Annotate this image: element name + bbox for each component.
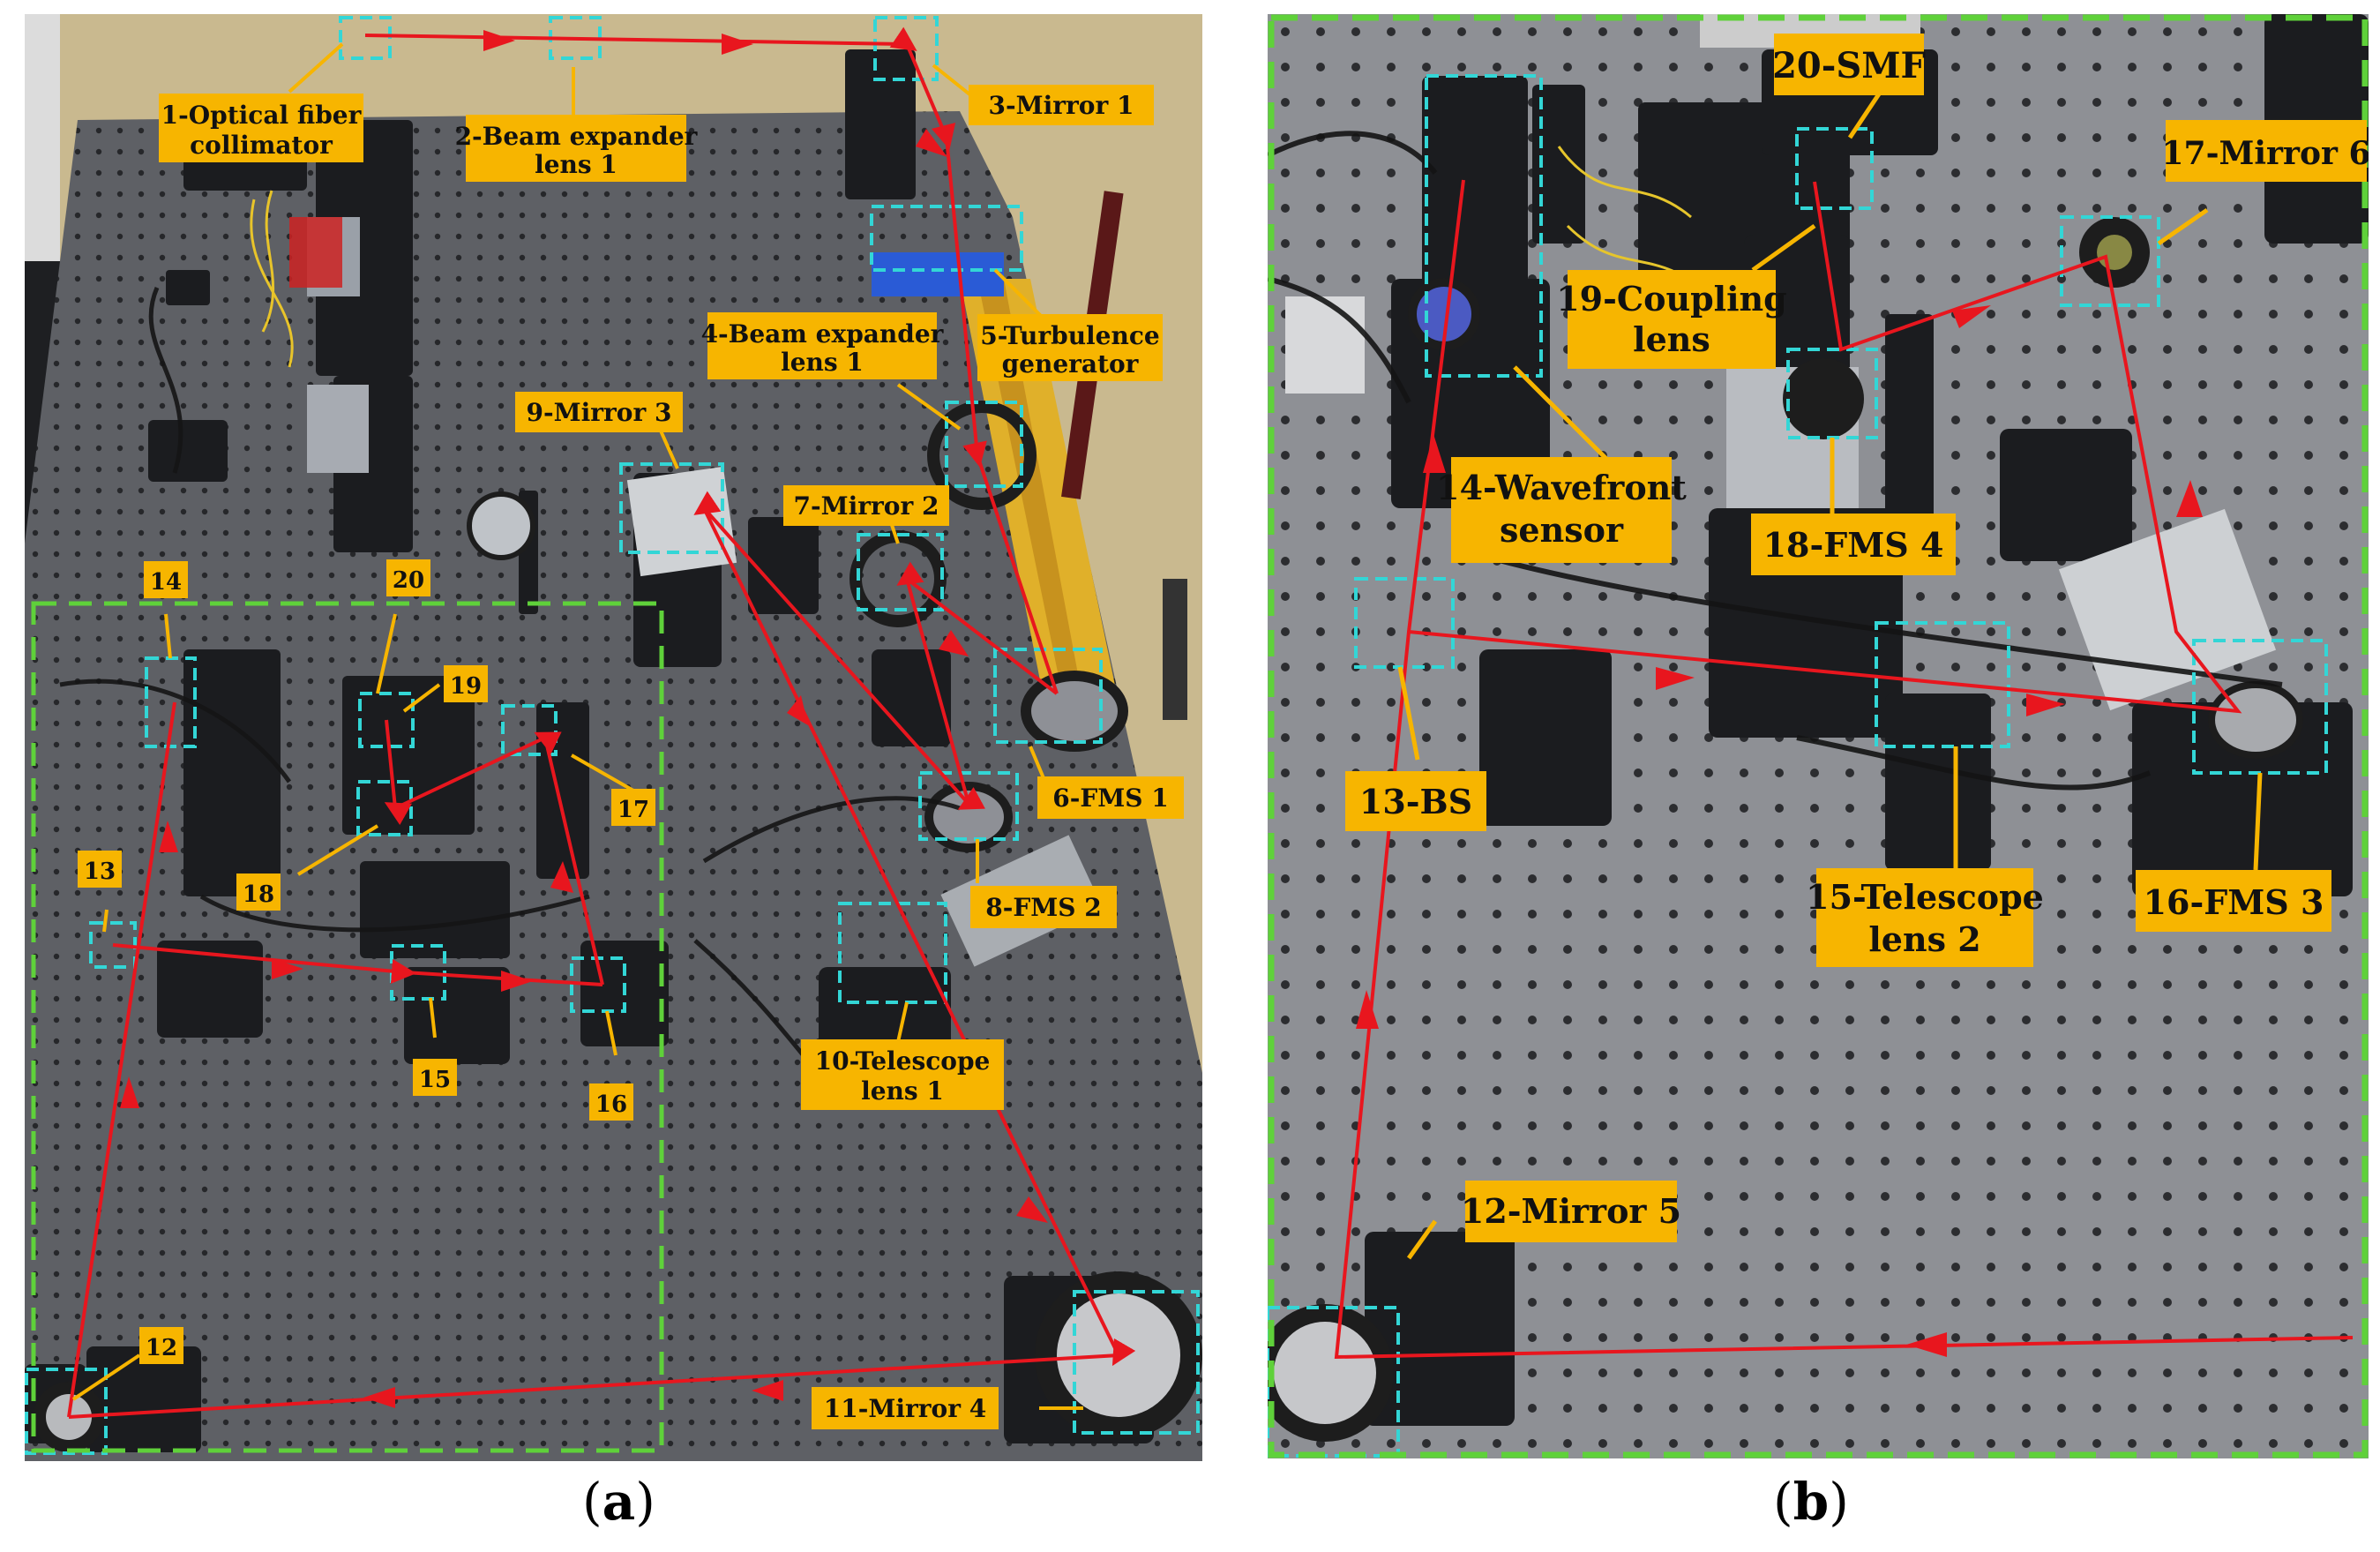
tag-20: 20: [393, 567, 424, 594]
label-10-line2: lens 1: [861, 1076, 944, 1106]
label-2-line1: 2-Beam expander: [455, 122, 699, 151]
label-14-line2: sensor: [1500, 510, 1624, 550]
label-12: 12-Mirror 5: [1461, 1191, 1681, 1231]
tag-17: 17: [617, 797, 649, 823]
tag-13: 13: [84, 858, 116, 885]
label-10-line1: 10-Telescope: [815, 1046, 991, 1076]
tag-18: 18: [243, 881, 274, 908]
label-18: 18-FMS 4: [1763, 525, 1944, 565]
beam-arrows-b: [1356, 305, 2203, 1357]
panel-a-photo: 1-Optical fiber collimator 2-Beam expand…: [25, 14, 1202, 1461]
label-13: 13-BS: [1359, 782, 1472, 821]
tag-12: 12: [146, 1335, 177, 1361]
label-7: 7-Mirror 2: [794, 491, 939, 521]
caption-a: (a): [582, 1472, 655, 1532]
caption-b: (b): [1773, 1472, 1849, 1532]
label-16: 16-FMS 3: [2144, 882, 2324, 922]
tag-15: 15: [419, 1067, 451, 1093]
label-2-line2: lens 1: [535, 150, 617, 179]
label-5-line2: generator: [1002, 349, 1140, 379]
tag-16: 16: [595, 1091, 627, 1118]
callouts-a: 1-Optical fiber collimator 2-Beam expand…: [71, 42, 1184, 1429]
label-19-line1: 19-Coupling: [1556, 279, 1787, 319]
label-5-line1: 5-Turbulence: [980, 321, 1159, 350]
beam-arrows: [120, 30, 1048, 1408]
label-8: 8-FMS 2: [985, 893, 1101, 922]
label-3: 3-Mirror 1: [989, 91, 1134, 120]
label-11: 11-Mirror 4: [824, 1394, 986, 1423]
label-6: 6-FMS 1: [1052, 783, 1168, 813]
label-1-line2: collimator: [190, 131, 333, 160]
label-4-line2: lens 1: [781, 348, 864, 377]
label-19-line2: lens: [1633, 319, 1710, 359]
caption-a-letter: a: [602, 1472, 636, 1532]
panel-b-photo: 20-SMF 17-Mirror 6 19-Coupling lens 14-W…: [1268, 14, 2369, 1458]
caption-b-letter: b: [1792, 1472, 1830, 1532]
label-1-line1: 1-Optical fiber: [161, 101, 363, 130]
label-15-line1: 15-Telescope: [1806, 877, 2044, 917]
label-15-line2: lens 2: [1868, 919, 1980, 959]
region-b-frame: [1268, 14, 2369, 1458]
callouts-b: 20-SMF 17-Mirror 6 19-Coupling lens 14-W…: [1345, 34, 2369, 1242]
laser-path: [67, 26, 1136, 1419]
label-9: 9-Mirror 3: [527, 398, 672, 427]
tag-14: 14: [150, 569, 182, 596]
label-17: 17-Mirror 6: [2161, 135, 2369, 172]
label-4-line1: 4-Beam expander: [701, 319, 945, 349]
region-b-outline: [31, 601, 664, 1453]
label-20: 20-SMF: [1772, 45, 1926, 86]
laser-path-b: [1334, 179, 2354, 1360]
tag-19: 19: [450, 673, 482, 700]
label-14-line1: 14-Wavefront: [1436, 468, 1687, 507]
